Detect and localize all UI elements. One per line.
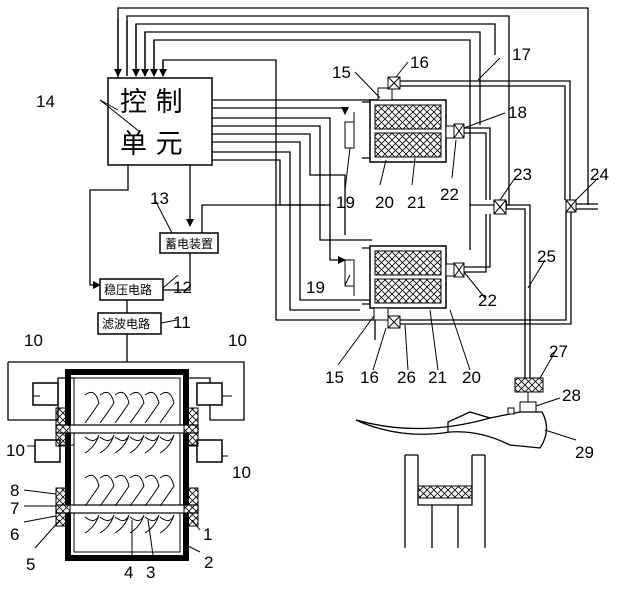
valve-24 [566, 200, 576, 212]
control-unit-line1: 控 制 [120, 87, 183, 118]
label-21-lower: 21 [428, 368, 447, 387]
label-5: 5 [26, 555, 35, 574]
label-6: 6 [10, 525, 19, 544]
sensor-lower [345, 260, 354, 296]
label-26: 26 [397, 368, 416, 387]
electrolyzer-lower [362, 246, 458, 320]
valve-23 [494, 200, 506, 214]
storage-label: 蓄电装置 [165, 237, 213, 251]
label-8: 8 [10, 481, 19, 500]
label-12: 12 [173, 278, 192, 297]
label-7: 7 [10, 499, 19, 518]
label-10-topright: 10 [228, 331, 247, 350]
filter-circuit: 滤波电路 [98, 300, 161, 362]
label-16-lower: 16 [360, 368, 379, 387]
regulator-circuit: 稳压电路 [100, 279, 163, 300]
label-20-upper: 20 [375, 193, 394, 212]
sensor-upper [345, 112, 354, 148]
label-4: 4 [124, 563, 133, 582]
label-2: 2 [204, 553, 213, 572]
control-unit: 控 制 单 元 [108, 78, 212, 165]
valve-22-upper [454, 124, 464, 138]
label-20-lower: 20 [462, 368, 481, 387]
label-10-bottomright: 10 [232, 463, 251, 482]
label-21-upper: 21 [407, 193, 426, 212]
power-wires [90, 165, 330, 290]
label-15-lower: 15 [325, 368, 344, 387]
storage-device: 蓄电装置 [160, 233, 218, 253]
label-10-bottomleft: 10 [6, 441, 25, 460]
label-29: 29 [575, 443, 594, 462]
engine [356, 360, 547, 548]
label-28: 28 [562, 386, 581, 405]
control-output-wires [212, 92, 385, 310]
label-17: 17 [512, 45, 531, 64]
label-22-lower: 22 [478, 291, 497, 310]
label-14: 14 [36, 92, 55, 111]
label-18: 18 [508, 103, 527, 122]
valve-16-upper [388, 77, 400, 89]
regulator-label: 稳压电路 [104, 282, 152, 297]
label-16-upper: 16 [410, 53, 429, 72]
label-19-upper: 19 [336, 193, 355, 212]
control-unit-line2: 单 元 [120, 129, 183, 160]
label-3: 3 [146, 563, 155, 582]
label-1: 1 [203, 525, 212, 544]
label-24: 24 [590, 165, 609, 184]
label-19-lower: 19 [306, 278, 325, 297]
label-22-upper: 22 [440, 185, 459, 204]
label-25: 25 [537, 247, 556, 266]
label-11: 11 [173, 313, 191, 332]
label-10-topleft: 10 [24, 331, 43, 350]
valve-16-lower [388, 316, 400, 328]
label-15-upper: 15 [332, 63, 351, 82]
electrolyzer-upper [362, 88, 458, 162]
label-27: 27 [549, 342, 568, 361]
label-23: 23 [513, 165, 532, 184]
label-13: 13 [150, 189, 169, 208]
filter-label: 滤波电路 [102, 316, 150, 331]
valve-22-lower [454, 263, 464, 277]
